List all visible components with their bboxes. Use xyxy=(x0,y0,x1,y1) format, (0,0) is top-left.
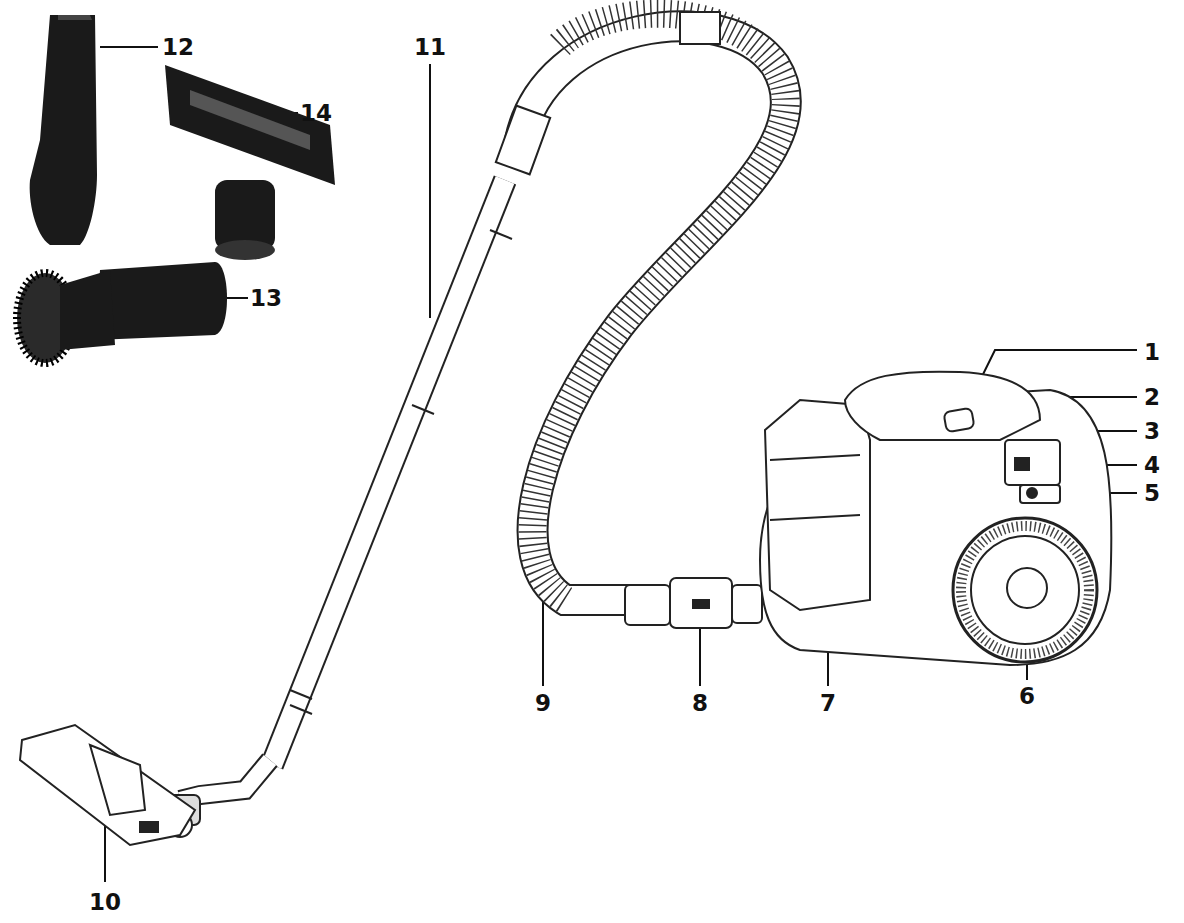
callout-number: 7 xyxy=(820,692,836,715)
callout-number: 4 xyxy=(1144,454,1160,477)
vacuum-body xyxy=(760,372,1111,665)
callout-number: 1 xyxy=(1144,341,1160,364)
callout-number: 9 xyxy=(535,692,551,715)
callout-number: 8 xyxy=(692,692,708,715)
callout-number: 12 xyxy=(162,36,194,59)
leader-lines xyxy=(100,47,1137,882)
callout-number: 11 xyxy=(414,36,446,59)
dusting-brush xyxy=(17,262,227,363)
floor-brush xyxy=(20,725,270,845)
hose xyxy=(496,12,786,600)
callout-number: 10 xyxy=(89,891,121,914)
callout-number: 14 xyxy=(300,102,332,125)
crevice-tool xyxy=(30,15,97,245)
callout-number: 6 xyxy=(1019,685,1035,708)
hose-connector xyxy=(625,578,762,628)
callout-number: 3 xyxy=(1144,420,1160,443)
callout-number: 2 xyxy=(1144,386,1160,409)
extension-tube xyxy=(272,180,512,765)
upholstery-tool xyxy=(165,65,335,260)
callout-number: 13 xyxy=(250,287,282,310)
callout-number: 5 xyxy=(1144,482,1160,505)
